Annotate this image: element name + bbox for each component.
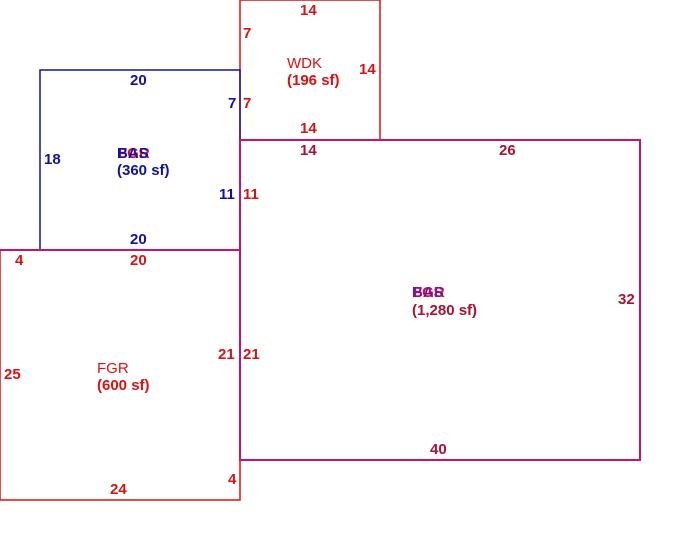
dim-bas-bottom: 20 xyxy=(130,231,147,248)
dim-main-left-lower: 21 xyxy=(243,346,260,363)
dim-bas-right-upper: 7 xyxy=(228,95,236,112)
dim-fgr-top: 20 xyxy=(130,252,147,269)
dim-fgr-left: 25 xyxy=(4,366,21,383)
dim-fgr-bottom: 24 xyxy=(110,481,127,498)
main-name-label: BAS xyxy=(412,284,444,301)
dim-wdk-right: 14 xyxy=(359,61,376,78)
dim-main-bottom: 40 xyxy=(430,441,447,458)
dim-wdk-left: 7 xyxy=(243,25,251,42)
dim-main-top: 26 xyxy=(499,142,516,159)
dim-fgr-top-left: 4 xyxy=(15,252,24,269)
dim-main-right: 32 xyxy=(618,291,635,308)
dim-bas-left: 18 xyxy=(44,151,61,168)
dim-main-top-left: 14 xyxy=(300,142,317,159)
dim-main-left-upper: 11 xyxy=(243,186,259,203)
bas-overlap-name-label: FGR xyxy=(118,145,150,162)
bas-name-label: BAS xyxy=(117,145,149,162)
dim-bas-right-lower: 11 xyxy=(219,186,235,203)
main-overlap-name-label: FGR xyxy=(413,284,445,301)
wdk-name-label: WDK xyxy=(287,55,322,72)
main-area-label: (1,280 sf) xyxy=(412,302,477,319)
bas-area-label: (360 sf) xyxy=(117,162,170,179)
fgr-area-label: (600 sf) xyxy=(97,377,150,394)
dim-wdk-bottom: 14 xyxy=(300,120,317,137)
dim-fgr-bottom-right: 4 xyxy=(228,471,237,488)
dim-bas-top: 20 xyxy=(130,72,147,89)
dim-fgr-right: 21 xyxy=(218,346,235,363)
dim-wdk-top: 14 xyxy=(300,2,317,19)
fgr-name-label: FGR xyxy=(97,360,129,377)
dim-wdk-left-lower: 7 xyxy=(243,95,251,112)
wdk-area-label: (196 sf) xyxy=(287,72,340,89)
